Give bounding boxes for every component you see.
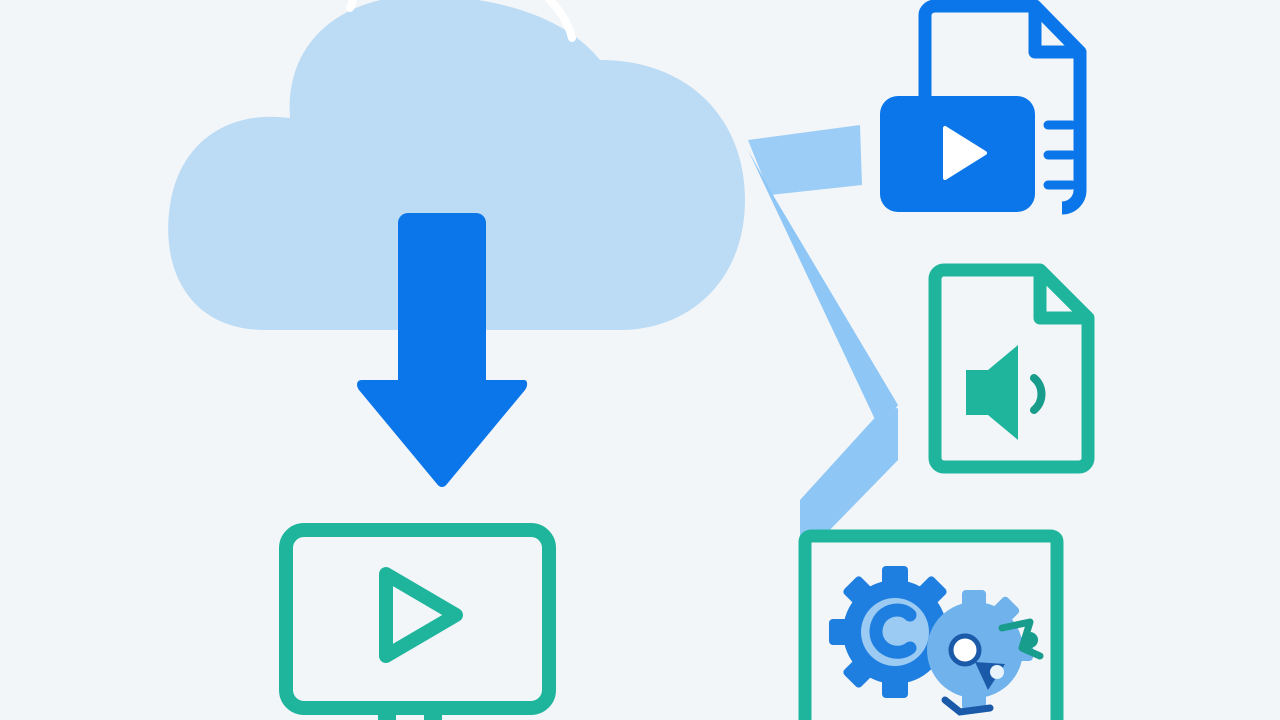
download-arrow-icon (357, 213, 528, 487)
cloud-icon (168, 0, 745, 330)
gears-settings-icon (798, 529, 1064, 720)
monitor-play-icon (279, 523, 556, 720)
video-file-icon (880, 0, 1087, 215)
connector-ribbon (748, 125, 898, 540)
cloud-highlight-left (346, 0, 358, 12)
connector-to-video (748, 125, 862, 195)
gear-light (927, 590, 1044, 716)
gear-dark (829, 566, 961, 698)
cloud-highlight-right (544, 0, 576, 42)
connector-to-audio (748, 150, 898, 430)
connector-to-settings (800, 408, 898, 540)
audio-file-icon (928, 263, 1095, 474)
